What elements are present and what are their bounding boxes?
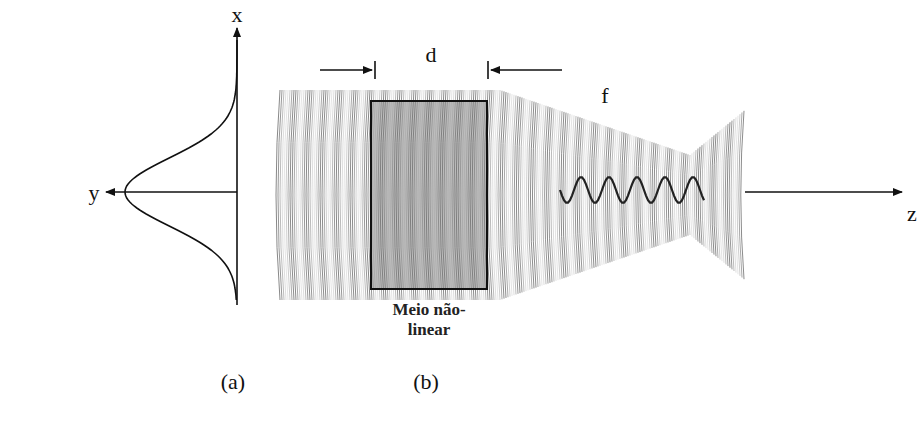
wavefront-line [575, 117, 578, 274]
wavefront-line [686, 154, 688, 235]
focal-wave [560, 177, 704, 202]
wavefront-line [678, 152, 680, 239]
wavefront-line [741, 111, 744, 279]
dimension-tick [487, 61, 489, 79]
wavefront-line [668, 148, 670, 242]
axis-label: y [89, 182, 100, 204]
wavefront-line [676, 151, 678, 239]
beam-wavefronts [276, 90, 744, 300]
dimension-tick [374, 61, 376, 79]
panel-label: (a) [221, 371, 245, 393]
wavefront-line [573, 116, 576, 274]
wavefront-line [688, 155, 690, 235]
panel-label: (b) [413, 371, 439, 393]
medium-block: Meio não-linear [370, 100, 488, 345]
y-axis [106, 191, 237, 193]
x-axis [236, 28, 238, 305]
medium-label: Meio não-linear [379, 300, 479, 341]
axis-label: x [232, 4, 243, 26]
wavefront-line [670, 149, 672, 241]
wavefront-line [692, 152, 694, 239]
wavefront-line [690, 153, 692, 236]
dimension-label: d [426, 44, 437, 66]
dimension-arrow [320, 69, 372, 71]
medium-box [370, 100, 488, 290]
dimension-arrow [491, 69, 562, 71]
focal-label: f [601, 85, 608, 107]
z-axis [745, 191, 902, 193]
axis-label: z [907, 203, 917, 225]
wavefront-line [680, 152, 682, 237]
gaussian-profile [125, 40, 237, 300]
